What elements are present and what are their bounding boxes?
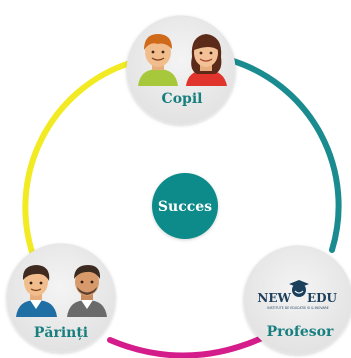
logo-brand-left: NEW: [257, 291, 291, 305]
node-copil: Copil: [126, 15, 236, 125]
node-profesor: NEW EDU INSTITUTE DE EDUCATIE SI & INOVA…: [243, 245, 351, 355]
man-avatar-icon: [67, 265, 107, 317]
cycle-ring: [22, 57, 342, 358]
girl-avatar-icon: [186, 34, 227, 86]
node-copil-label: Copil: [162, 91, 203, 107]
newedu-logo: NEW EDU INSTITUTE DE EDUCATIE SI & INOVA…: [257, 280, 338, 310]
man-avatar-icon: [16, 265, 57, 317]
arc-right: [227, 57, 342, 253]
center-node: Succes: [152, 173, 218, 239]
node-profesor-label: Profesor: [267, 324, 334, 340]
node-parinti: Părinți: [6, 243, 116, 353]
arc-left: [22, 59, 136, 258]
logo-tagline: INSTITUTE DE EDUCATIE SI & INOVARE: [267, 306, 328, 310]
logo-brand-right: EDU: [307, 291, 338, 305]
node-parinti-label: Părinți: [34, 325, 88, 341]
graduation-cap-icon: [289, 280, 309, 297]
boy-avatar-icon: [138, 34, 178, 86]
center-label: Succes: [158, 199, 212, 215]
arc-bottom: [107, 335, 265, 358]
